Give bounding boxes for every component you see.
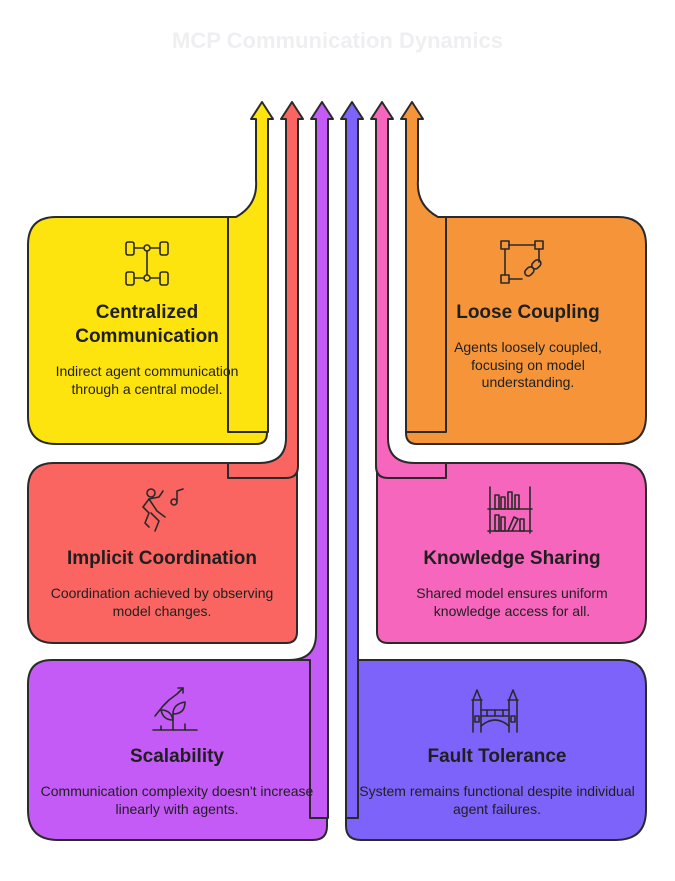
- dancing-person-icon: [142, 488, 184, 532]
- card-description: System remains functional despite indivi…: [359, 783, 635, 817]
- card-description: Coordination achieved by observing model…: [50, 585, 274, 619]
- arrow-red: [227, 101, 304, 479]
- loose-coupling-text: Loose Coupling Agents loosely coupled, f…: [430, 301, 626, 392]
- card-title: Implicit Coordination: [67, 548, 257, 569]
- arrow-purple: [288, 101, 334, 819]
- arrow-yellow: [227, 101, 274, 433]
- knowledge-sharing-text: Knowledge Sharing Shared model ensures u…: [388, 547, 636, 620]
- card-title: Centralized Communication: [75, 302, 219, 347]
- implicit-coordination-text: Implicit Coordination Coordination achie…: [38, 547, 286, 620]
- card-title: Knowledge Sharing: [423, 548, 601, 569]
- diagram-title: MCP Communication Dynamics: [172, 28, 503, 53]
- card-description: Shared model ensures uniform knowledge a…: [416, 585, 608, 619]
- fault-tolerance-text: Fault Tolerance System remains functiona…: [358, 745, 636, 818]
- bookshelf-icon: [487, 486, 533, 534]
- scalability-text: Scalability Communication complexity doe…: [38, 745, 316, 818]
- card-title: Scalability: [130, 746, 224, 767]
- card-description: Communication complexity doesn't increas…: [40, 783, 314, 817]
- card-title: Loose Coupling: [456, 302, 600, 323]
- network-nodes-icon: [125, 241, 169, 286]
- castle-bridge-icon: [471, 689, 519, 733]
- arrow-blue: [340, 101, 364, 819]
- linked-nodes-icon: [500, 240, 544, 284]
- arrow-orange: [400, 101, 447, 433]
- centralized-text: Centralized Communication Indirect agent…: [48, 301, 246, 398]
- growth-plant-icon: [152, 687, 198, 731]
- arrow-pink: [370, 101, 447, 479]
- card-description: Indirect agent communication through a c…: [55, 363, 239, 397]
- card-title: Fault Tolerance: [427, 746, 567, 767]
- card-description: Agents loosely coupled, focusing on mode…: [454, 339, 602, 390]
